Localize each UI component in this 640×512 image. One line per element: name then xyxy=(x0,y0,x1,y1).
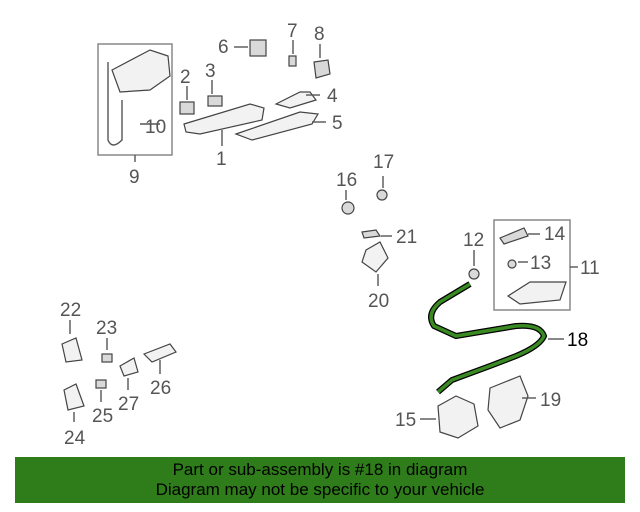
banner-line-part: Part or sub-assembly is #18 in diagram xyxy=(172,460,468,479)
callout-21[interactable]: 21 xyxy=(396,227,417,248)
callout-19[interactable]: 19 xyxy=(540,390,561,411)
banner-line-disclaimer: Diagram may not be specific to your vehi… xyxy=(155,480,485,499)
assembly-box-11 xyxy=(493,219,571,311)
cap-part-8[interactable] xyxy=(313,59,331,79)
clip-part-7[interactable] xyxy=(288,55,297,67)
rod-part-26[interactable] xyxy=(142,343,177,363)
handle-frame-part[interactable] xyxy=(111,49,171,93)
rod-part xyxy=(107,62,123,146)
callout-22[interactable]: 22 xyxy=(60,300,81,321)
rod-clip-part-27[interactable] xyxy=(119,357,139,377)
callout-3[interactable]: 3 xyxy=(205,61,216,82)
gasket-part-4[interactable] xyxy=(274,91,317,109)
outer-handle-part-1[interactable] xyxy=(183,103,265,135)
callout-18[interactable]: 18 xyxy=(567,330,588,351)
info-banner: Part or sub-assembly is #18 in diagram D… xyxy=(15,457,625,503)
bolt-part-16[interactable] xyxy=(341,201,355,215)
callout-27[interactable]: 27 xyxy=(118,394,139,415)
callout-16[interactable]: 16 xyxy=(336,170,357,191)
screw-part-13[interactable] xyxy=(507,259,517,269)
parts-diagram: 10 9 2 3 1 6 7 8 4 5 16 17 21 20 14 13 1… xyxy=(60,21,600,449)
callout-20[interactable]: 20 xyxy=(368,291,389,312)
callout-23[interactable]: 23 xyxy=(96,318,117,339)
callout-7[interactable]: 7 xyxy=(287,21,298,42)
callout-5[interactable]: 5 xyxy=(332,113,343,134)
callout-11[interactable]: 11 xyxy=(580,258,600,279)
callout-4[interactable]: 4 xyxy=(327,86,338,107)
callout-13[interactable]: 13 xyxy=(530,253,551,274)
inner-handle-part[interactable] xyxy=(506,281,567,305)
clip-part-23[interactable] xyxy=(101,353,113,363)
gasket-part-3[interactable] xyxy=(207,95,223,107)
bracket-part-24[interactable] xyxy=(63,383,85,411)
callout-17[interactable]: 17 xyxy=(373,152,394,173)
cover-part-6[interactable] xyxy=(249,39,267,57)
callout-26[interactable]: 26 xyxy=(150,378,171,399)
screw-part-21[interactable] xyxy=(361,229,382,239)
clip-part-25[interactable] xyxy=(95,379,107,389)
callout-25[interactable]: 25 xyxy=(92,406,113,427)
callout-2[interactable]: 2 xyxy=(180,67,191,88)
handle-base-part-5[interactable] xyxy=(234,111,319,141)
callout-15[interactable]: 15 xyxy=(395,410,416,431)
bolt-part-12[interactable] xyxy=(468,268,480,280)
bracket-part-22[interactable] xyxy=(61,337,83,363)
callout-14[interactable]: 14 xyxy=(544,224,566,245)
latch-part-15[interactable] xyxy=(437,395,479,439)
striker-part-20[interactable] xyxy=(361,241,389,273)
callout-1[interactable]: 1 xyxy=(216,149,227,170)
bezel-part-14[interactable] xyxy=(499,227,529,245)
nut-part-17[interactable] xyxy=(376,189,388,201)
cover-part-19[interactable] xyxy=(487,375,529,429)
cap-part-2[interactable] xyxy=(179,101,195,115)
callout-24[interactable]: 24 xyxy=(64,428,86,449)
cable-part-18[interactable] xyxy=(429,282,546,394)
callout-9[interactable]: 9 xyxy=(129,167,140,188)
callout-12[interactable]: 12 xyxy=(463,230,484,251)
callout-10[interactable]: 10 xyxy=(145,117,166,138)
callout-6[interactable]: 6 xyxy=(218,37,229,58)
callout-8[interactable]: 8 xyxy=(314,24,325,45)
